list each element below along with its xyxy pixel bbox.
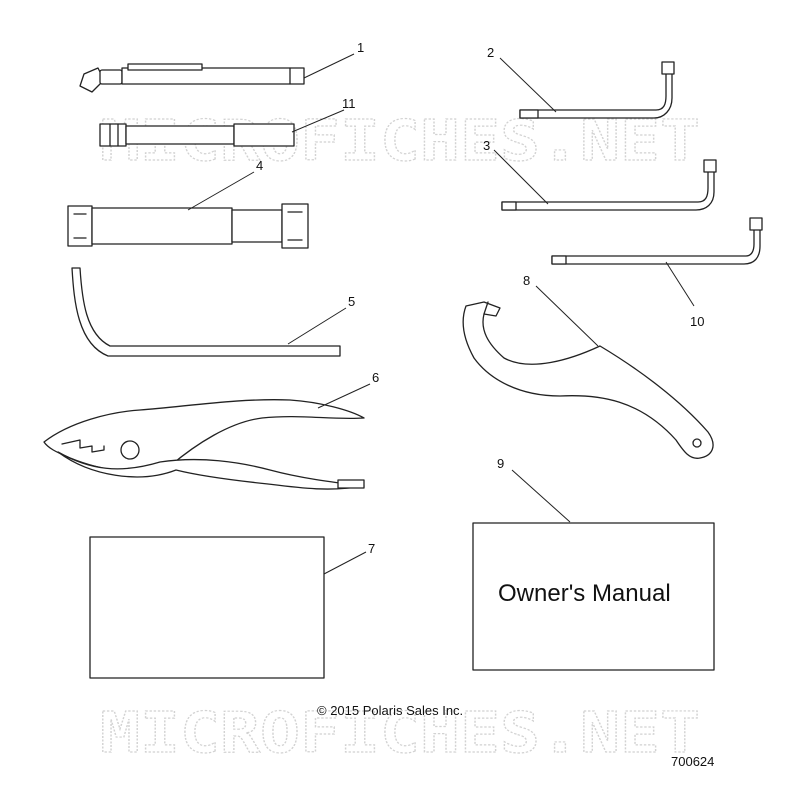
- copyright-text: © 2015 Polaris Sales Inc.: [317, 703, 463, 718]
- part-8-spanner-wrench: [462, 301, 714, 459]
- part-11-socket: [99, 123, 295, 147]
- callout-5: 5: [348, 294, 355, 309]
- watermark-lower: MICROFICHES.NET: [100, 701, 700, 766]
- part-3-hex-key: [501, 159, 717, 211]
- figure-number: 700624: [671, 754, 714, 769]
- part-10-hex-key: [551, 217, 763, 265]
- part-6-pliers: [43, 399, 365, 490]
- callout-2: 2: [487, 45, 494, 60]
- callout-8: 8: [523, 273, 530, 288]
- leader-10: [665, 261, 695, 307]
- callout-6: 6: [372, 370, 379, 385]
- leader-2: [499, 57, 557, 113]
- part-9-owners-manual: [472, 522, 715, 671]
- part-5-hex-key: [71, 267, 341, 357]
- leader-6: [317, 383, 371, 409]
- part-1-extension: [79, 63, 305, 93]
- callout-11: 11: [342, 96, 356, 111]
- part-7-card: [89, 536, 325, 679]
- part-4-socket-tool: [67, 203, 309, 249]
- callout-10: 10: [690, 314, 704, 329]
- leader-9: [511, 469, 571, 523]
- part-2-hex-key: [519, 61, 675, 119]
- leader-1: [303, 53, 355, 79]
- callout-3: 3: [483, 138, 490, 153]
- leader-4: [187, 171, 255, 211]
- leader-11: [291, 109, 345, 133]
- leader-5: [287, 307, 347, 345]
- callout-9: 9: [497, 456, 504, 471]
- leader-7: [323, 551, 367, 575]
- callout-7: 7: [368, 541, 375, 556]
- leader-8: [535, 285, 599, 347]
- callout-4: 4: [256, 158, 263, 173]
- leader-3: [493, 149, 549, 205]
- owners-manual-label: Owner's Manual: [498, 580, 671, 607]
- callout-1: 1: [357, 40, 364, 55]
